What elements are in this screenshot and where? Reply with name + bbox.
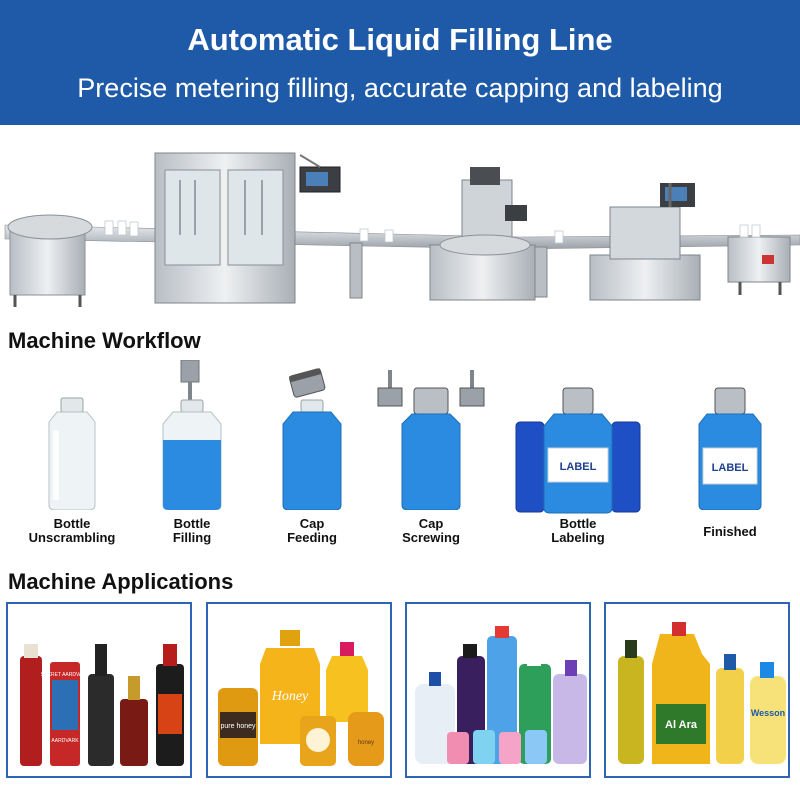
honey-brand-text: honey <box>358 740 374 746</box>
workflow-step-labeling: LABEL Bottle Labeling <box>508 360 648 550</box>
page-title: Automatic Liquid Filling Line <box>187 22 613 57</box>
oil-brand-text: Wesson <box>751 708 785 718</box>
bottle-label-text: LABEL <box>560 461 597 473</box>
workflow-step-filling: Bottle Filling <box>137 360 247 550</box>
step-label-line1: Bottle <box>53 516 91 531</box>
step-label-line2: Screwing <box>402 530 460 545</box>
detergent-bottles-image <box>415 626 587 764</box>
empty-bottle-icon <box>48 397 96 510</box>
workflow-step-cap-screwing: Cap Screwing <box>376 360 486 550</box>
step-label-line1: Cap <box>299 516 325 531</box>
step-label-line2: Filling <box>172 530 212 545</box>
application-panel-oils: Al Ara Wesson <box>604 602 790 778</box>
application-panel-honey: Honey pure honey honey <box>206 602 392 778</box>
step-label-line2: Labeling <box>551 530 605 545</box>
header-banner: Automatic Liquid Filling Line Precise me… <box>0 0 800 125</box>
honey-brand-text: Honey <box>271 689 309 704</box>
oil-brand-text: Al Ara <box>665 719 698 731</box>
workflow-title: Machine Workflow <box>8 328 201 353</box>
step-label-line1: Finished <box>703 524 757 539</box>
step-label-line1: Cap <box>418 516 444 531</box>
step-label-line2: Unscrambling <box>28 530 116 545</box>
workflow-step-cap-feeding: Cap Feeding <box>257 360 367 550</box>
honey-brand-text: pure honey <box>220 723 256 730</box>
workflow-step-unscrambling: Bottle Unscrambling <box>17 360 127 550</box>
bottle-label-text: LABEL <box>712 462 749 474</box>
application-panel-detergents <box>405 602 591 778</box>
sauce-bottles-image: SECRET AARDVARK AARDVARK <box>20 644 184 766</box>
cap-feeding-bottle-icon <box>282 368 342 510</box>
labeling-bottle-icon: LABEL <box>515 387 641 514</box>
sauce-brand-text: SECRET AARDVARK <box>41 672 90 678</box>
oil-bottles-image: Al Ara Wesson <box>618 622 786 764</box>
cap-screwing-bottle-icon <box>377 370 485 510</box>
filling-line-machine-image <box>4 152 800 307</box>
filling-bottle-icon <box>162 360 222 510</box>
workflow-step-finished: LABEL Finished <box>675 360 785 550</box>
step-label-line1: Bottle <box>173 516 211 531</box>
finished-bottle-icon: LABEL <box>698 387 762 510</box>
step-label-line1: Bottle <box>559 516 597 531</box>
sauce-brand-text: AARDVARK <box>51 738 79 744</box>
applications-title: Machine Applications <box>8 569 234 594</box>
application-panel-sauces: SECRET AARDVARK AARDVARK <box>6 602 192 778</box>
page-subtitle: Precise metering filling, accurate cappi… <box>77 73 723 103</box>
step-label-line2: Feeding <box>287 530 337 545</box>
honey-jars-image: Honey pure honey honey <box>218 630 384 766</box>
